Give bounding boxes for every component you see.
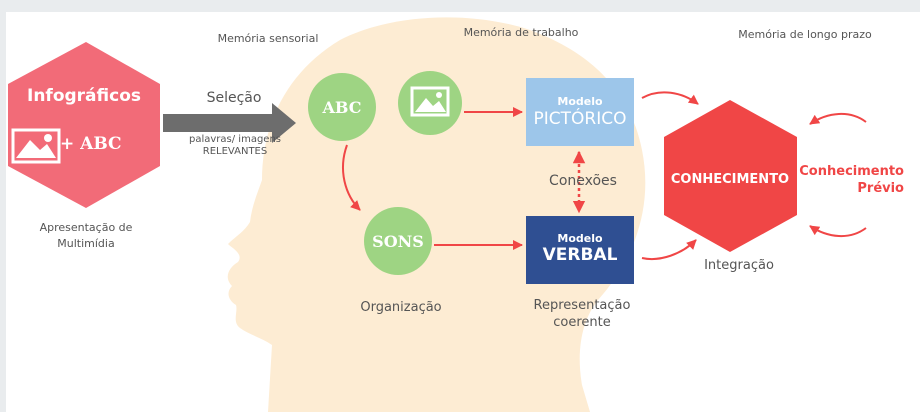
organizacao-label: Organização [360,300,442,315]
conhecimento-previo-line2: Prévio [857,181,904,196]
verbal-box [526,216,634,284]
image-circle-icon [410,86,450,117]
pictorico-box [526,78,634,146]
selection-arrow [163,103,296,143]
arrow-previo-top [809,113,867,125]
sons-circle-label: SONS [372,232,424,251]
selecao-sub2: RELEVANTES [202,146,268,157]
conhecimento-previo-line1: Conhecimento [799,164,904,179]
caption-multimidia: Multimídia [57,237,115,250]
conhecimento-hexagon [664,100,797,252]
arrow-previo-bottom [809,225,867,237]
abc-circle [308,73,376,141]
pictorico-top-label: Modelo [557,95,603,108]
conhecimento-label: CONHECIMENTO [670,172,790,187]
conexoes-label: Conexões [549,173,617,189]
arrow-verbal-to-conhecimento [641,239,697,260]
infograficos-abc: + ABC [60,134,122,154]
infograficos-hexagon [8,42,160,208]
image-icon [11,128,61,164]
arrow-pictorico-to-conhecimento [641,91,699,105]
arrow-abc-to-sons [342,144,361,211]
representacao-line2: coerente [553,315,611,330]
representacao-line1: Representação [533,298,631,313]
header-memoria-longo-prazo: Memória de longo prazo [738,28,872,41]
caption-apresentacao: Apresentação de [39,221,133,234]
selecao-label: Seleção [206,90,262,106]
header-memoria-sensorial: Memória sensorial [217,32,319,45]
abc-circle-label: ABC [322,98,362,117]
verbal-top-label: Modelo [557,232,603,245]
pictorico-main-label: PICTÓRICO [533,109,627,129]
infograficos-title: Infográficos [26,86,142,106]
sons-circle [364,207,432,275]
integracao-label: Integração [704,258,774,273]
verbal-main-label: VERBAL [542,245,618,265]
selecao-sub1: palavras/ imagens [189,134,281,145]
header-memoria-trabalho: Memória de trabalho [463,26,579,39]
